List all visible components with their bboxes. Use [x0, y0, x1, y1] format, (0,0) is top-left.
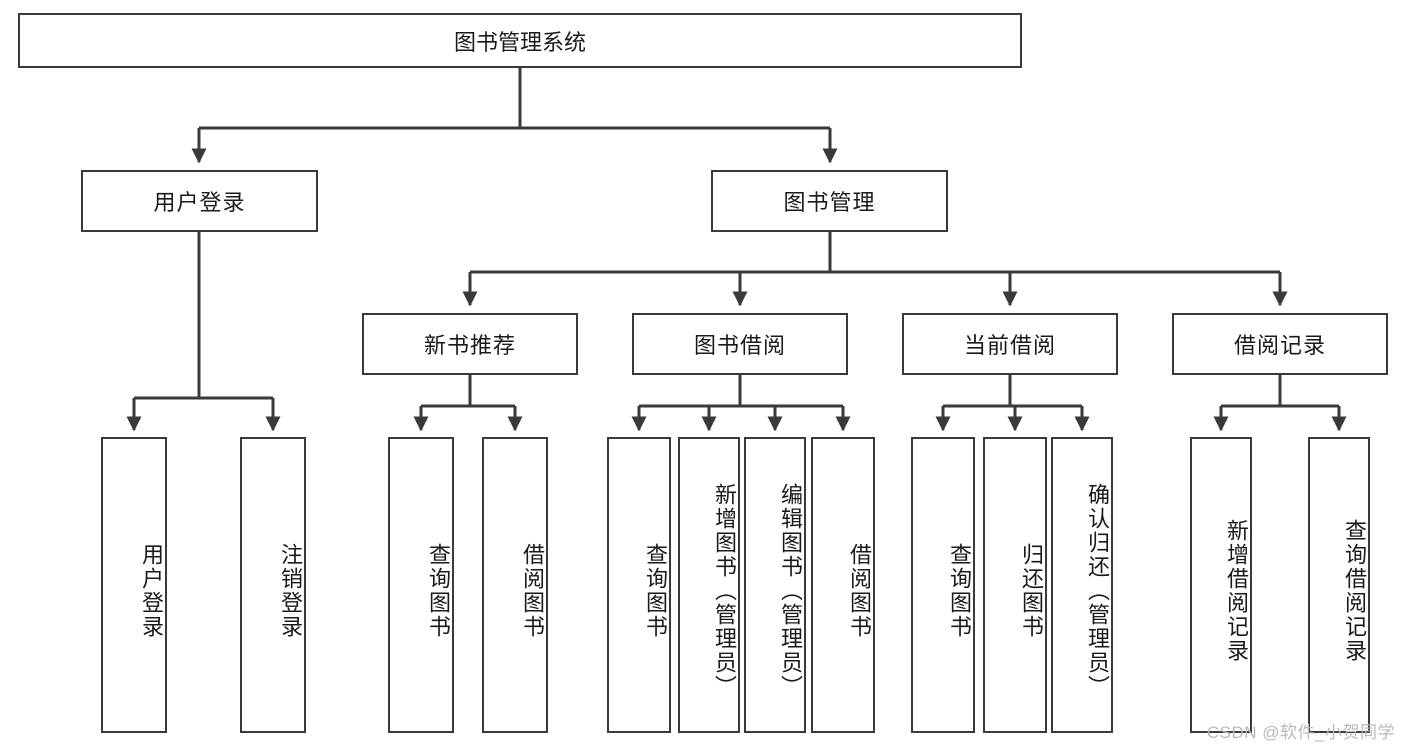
node-leaf-rec-borrow-label: 借阅图书: [520, 543, 545, 639]
node-borrow-record-label: 借阅记录: [1233, 333, 1326, 358]
node-leaf-rec-add[interactable]: 新增借阅记录: [1190, 437, 1252, 733]
node-leaf-cur-query[interactable]: 查询图书: [911, 437, 975, 733]
node-root-label: 图书管理系统: [453, 29, 586, 55]
node-leaf-rec-query2-label: 查询借阅记录: [1342, 519, 1367, 663]
node-leaf-user-login[interactable]: 用户登录: [101, 437, 167, 733]
node-leaf-borrow-query-label: 查询图书: [643, 543, 668, 639]
node-leaf-borrow-edit-label: 编辑图书（管理员）: [778, 483, 803, 699]
node-leaf-cur-confirm-label: 确认归还（管理员）: [1085, 483, 1110, 699]
node-leaf-borrow-add[interactable]: 新增图书（管理员）: [678, 437, 740, 733]
node-new-book-rec[interactable]: 新书推荐: [362, 313, 578, 375]
node-leaf-rec-query[interactable]: 查询图书: [388, 437, 454, 733]
node-user-login[interactable]: 用户登录: [81, 170, 318, 232]
node-leaf-borrow-query[interactable]: 查询图书: [607, 437, 671, 733]
node-user-login-label: 用户登录: [153, 190, 246, 215]
node-leaf-borrow-lend-label: 借阅图书: [847, 543, 872, 639]
node-leaf-user-logout-label: 注销登录: [278, 543, 303, 639]
node-book-manage[interactable]: 图书管理: [711, 170, 948, 232]
node-book-borrow[interactable]: 图书借阅: [632, 313, 848, 375]
node-leaf-borrow-add-label: 新增图书（管理员）: [712, 483, 737, 699]
node-leaf-borrow-edit[interactable]: 编辑图书（管理员）: [744, 437, 806, 733]
node-leaf-rec-query-label: 查询图书: [426, 543, 451, 639]
node-root[interactable]: 图书管理系统: [18, 13, 1022, 68]
node-leaf-rec-borrow[interactable]: 借阅图书: [482, 437, 548, 733]
node-book-borrow-label: 图书借阅: [693, 333, 786, 358]
watermark: CSDN @软件_小贺同学: [1206, 723, 1395, 742]
node-leaf-user-login-label: 用户登录: [139, 543, 164, 639]
node-leaf-cur-return-label: 归还图书: [1019, 543, 1044, 639]
node-leaf-cur-return[interactable]: 归还图书: [983, 437, 1047, 733]
node-leaf-cur-query-label: 查询图书: [947, 543, 972, 639]
node-leaf-cur-confirm[interactable]: 确认归还（管理员）: [1051, 437, 1113, 733]
node-leaf-user-logout[interactable]: 注销登录: [240, 437, 306, 733]
node-borrow-record[interactable]: 借阅记录: [1172, 313, 1388, 375]
node-current-borrow-label: 当前借阅: [963, 333, 1056, 358]
node-new-book-rec-label: 新书推荐: [423, 333, 516, 358]
node-book-manage-label: 图书管理: [783, 190, 876, 215]
node-leaf-rec-query2[interactable]: 查询借阅记录: [1308, 437, 1370, 733]
node-leaf-borrow-lend[interactable]: 借阅图书: [811, 437, 875, 733]
node-current-borrow[interactable]: 当前借阅: [902, 313, 1118, 375]
node-leaf-rec-add-label: 新增借阅记录: [1224, 519, 1249, 663]
